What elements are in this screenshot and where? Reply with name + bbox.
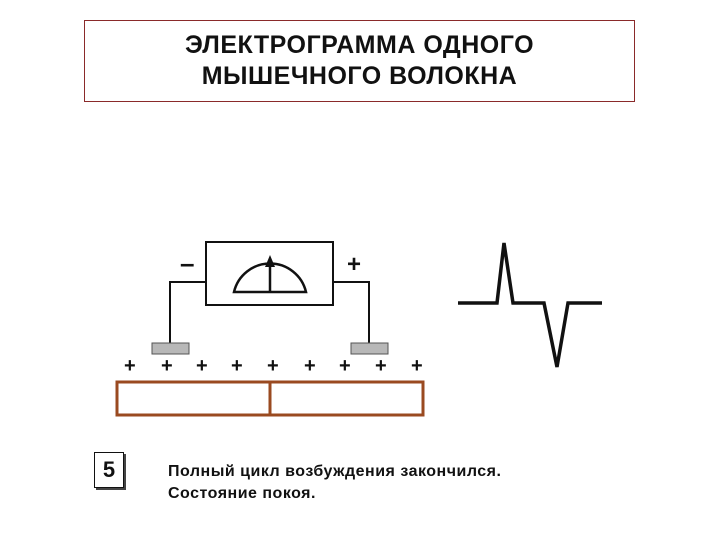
charge-signs: + + + + + + + + + bbox=[124, 355, 423, 377]
charge-sign: + bbox=[304, 355, 316, 377]
left-wire bbox=[169, 281, 206, 343]
caption-line-1: Полный цикл возбуждения закончился. bbox=[168, 463, 502, 480]
title-line-2: МЫШЕЧНОГО ВОЛОКНА bbox=[201, 62, 518, 90]
caption: Полный цикл возбуждения закончился. Сост… bbox=[168, 461, 501, 505]
title-box: ЭЛЕКТРОГРАММА ОДНОГО МЫШЕЧНОГО ВОЛОКНА bbox=[84, 20, 635, 102]
galvanometer-plus-label: + bbox=[347, 251, 361, 278]
charge-sign: + bbox=[161, 355, 173, 377]
left-electrode bbox=[151, 342, 190, 355]
step-number-badge: 5 bbox=[94, 452, 124, 488]
right-electrode bbox=[350, 342, 389, 355]
right-wire bbox=[333, 281, 370, 343]
electrogram-trace bbox=[458, 242, 602, 368]
charge-sign: + bbox=[124, 355, 136, 377]
galvanometer-minus-label: – bbox=[180, 248, 194, 278]
title-line-1: ЭЛЕКТРОГРАММА ОДНОГО bbox=[184, 31, 535, 59]
caption-line-2: Состояние покоя. bbox=[168, 485, 316, 502]
charge-sign: + bbox=[411, 355, 423, 377]
needle-arrowhead bbox=[265, 255, 275, 267]
charge-sign: + bbox=[267, 355, 279, 377]
charge-sign: + bbox=[339, 355, 351, 377]
charge-sign: + bbox=[231, 355, 243, 377]
charge-sign: + bbox=[196, 355, 208, 377]
charge-sign: + bbox=[375, 355, 387, 377]
